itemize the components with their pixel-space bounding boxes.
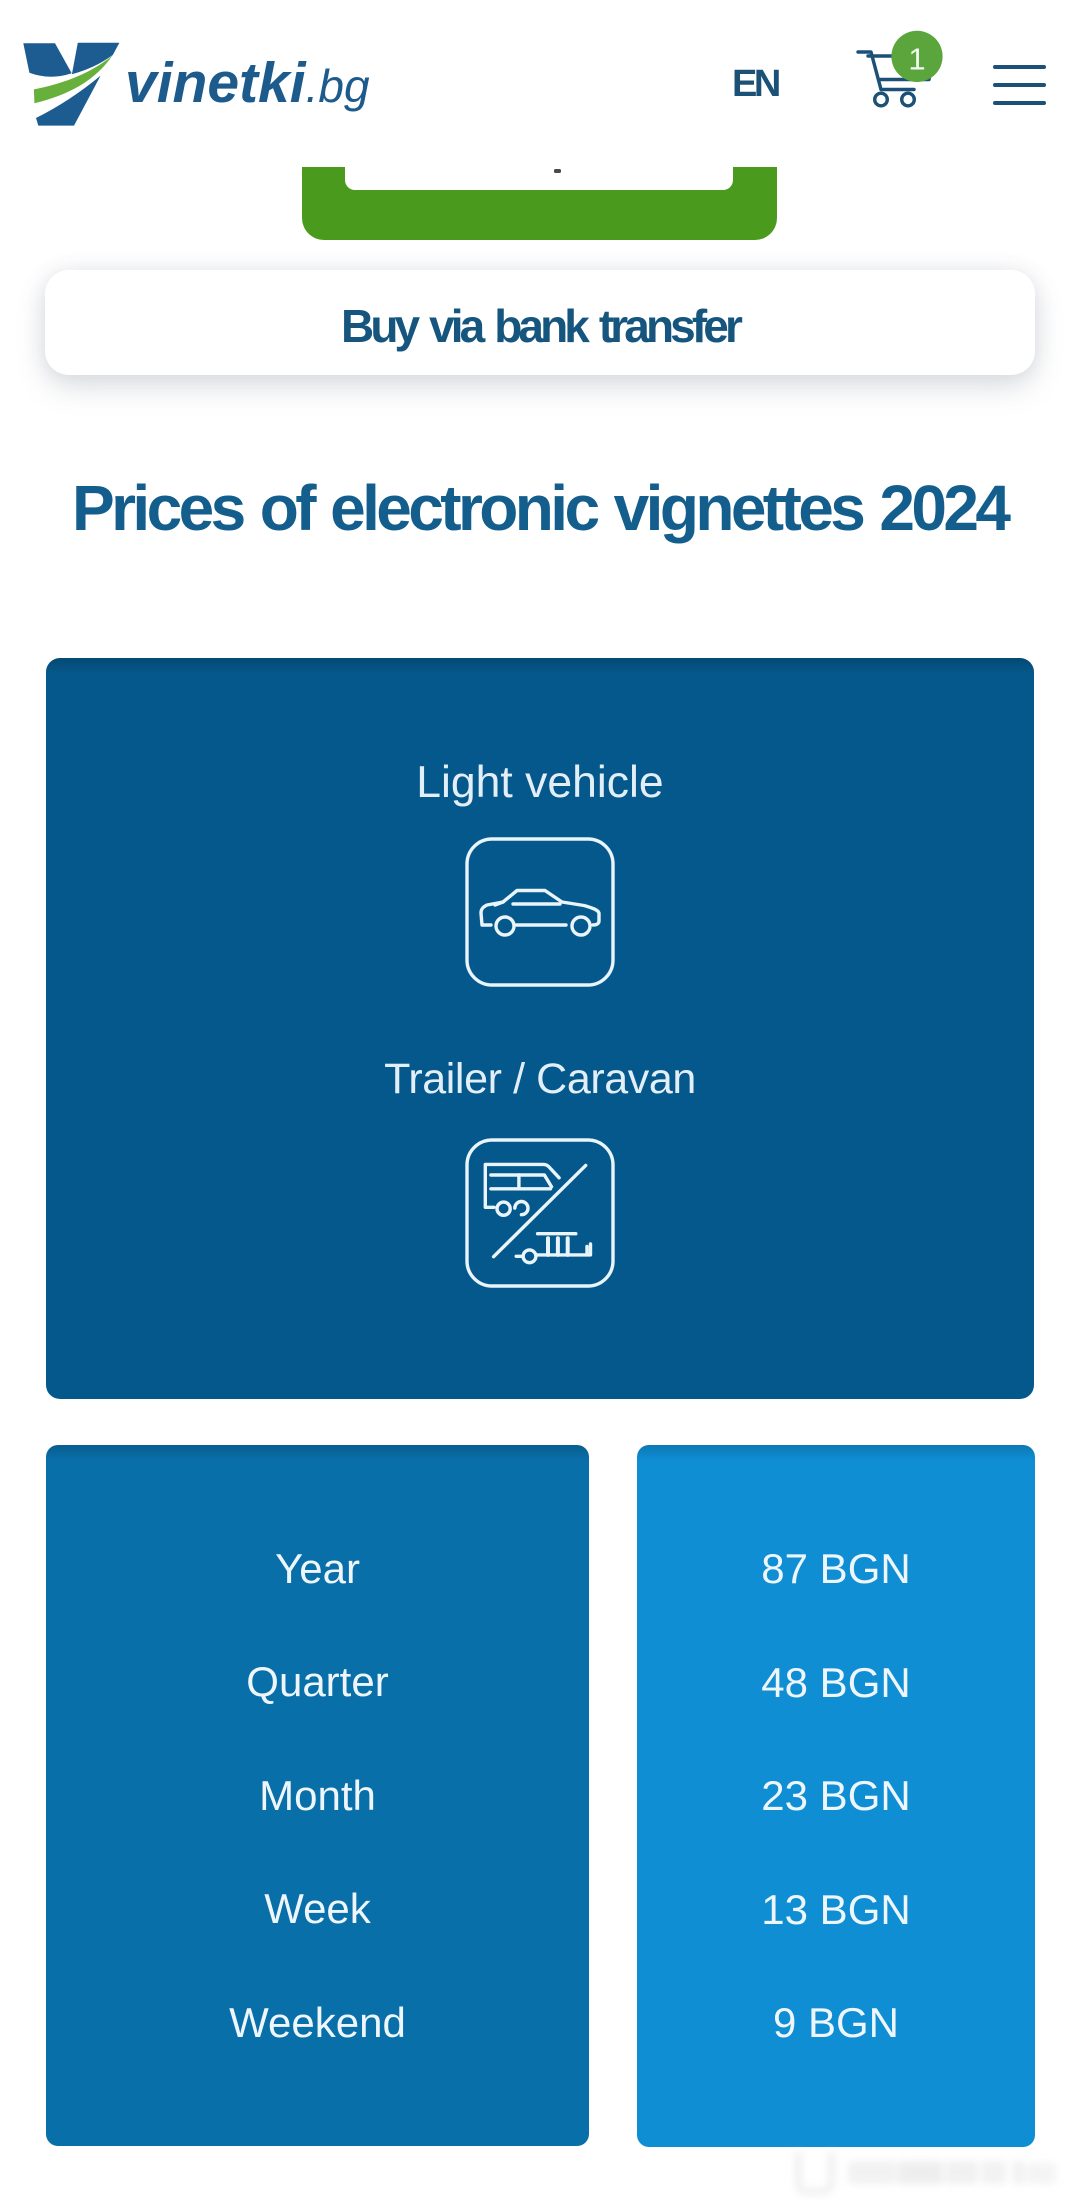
svg-text:1: 1 bbox=[908, 41, 925, 76]
